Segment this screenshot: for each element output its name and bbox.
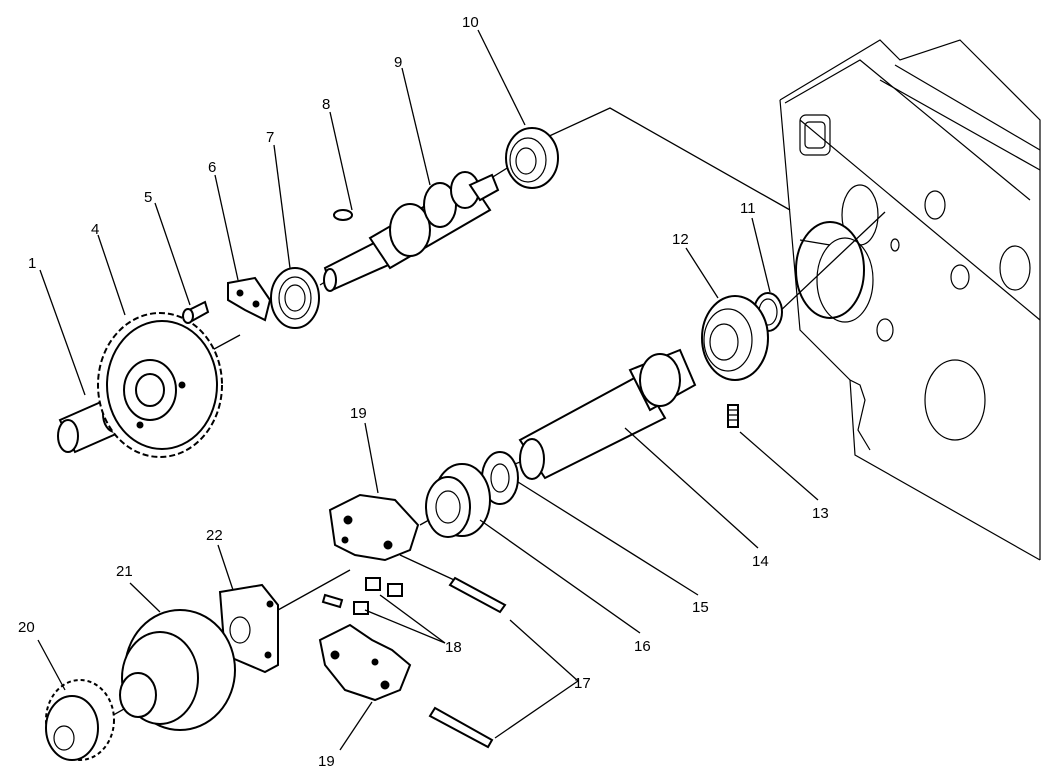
part-19-governor-top — [328, 493, 420, 562]
part-19-governor-bottom — [318, 623, 412, 702]
part-4-large-gear — [97, 312, 223, 458]
leader-lines — [37, 29, 819, 751]
part-18-small-bolts — [321, 577, 403, 615]
engine-block — [779, 39, 1041, 561]
part-12-bearing — [701, 295, 769, 381]
label-15: 15 — [692, 599, 709, 616]
part-9-camshaft — [323, 171, 500, 292]
label-18: 18 — [445, 639, 462, 656]
label-5: 5 — [144, 189, 152, 206]
label-11: 11 — [740, 200, 756, 217]
label-7: 7 — [266, 129, 274, 146]
label-20: 20 — [18, 619, 35, 636]
label-12: 12 — [672, 231, 689, 248]
label-16: 16 — [634, 638, 651, 655]
label-10: 10 — [462, 14, 479, 31]
label-9: 9 — [394, 54, 402, 71]
part-10-bearing — [505, 127, 559, 189]
label-19-top: 19 — [350, 405, 367, 422]
label-19-bottom: 19 — [318, 753, 335, 770]
part-6-bracket — [227, 276, 272, 322]
label-6: 6 — [208, 159, 216, 176]
part-5-bolt — [182, 300, 210, 324]
part-16-pulley — [425, 463, 491, 538]
part-20-small-gear — [45, 679, 115, 761]
label-21: 21 — [116, 563, 133, 580]
part-7-bearing — [270, 267, 320, 329]
part-13-set-screw — [727, 404, 739, 428]
part-14-shaft — [518, 348, 697, 480]
part-8-key — [333, 209, 353, 221]
label-8: 8 — [322, 96, 330, 113]
label-4: 4 — [91, 221, 99, 238]
label-17: 17 — [574, 675, 591, 692]
callout-labels: 1 4 5 6 7 8 9 10 11 12 13 14 15 16 17 18… — [18, 14, 829, 770]
label-13: 13 — [812, 505, 829, 522]
part-17-pins — [428, 576, 507, 749]
label-22: 22 — [206, 527, 223, 544]
part-21-hub — [119, 609, 236, 731]
label-1: 1 — [28, 255, 36, 272]
label-14: 14 — [752, 553, 769, 570]
